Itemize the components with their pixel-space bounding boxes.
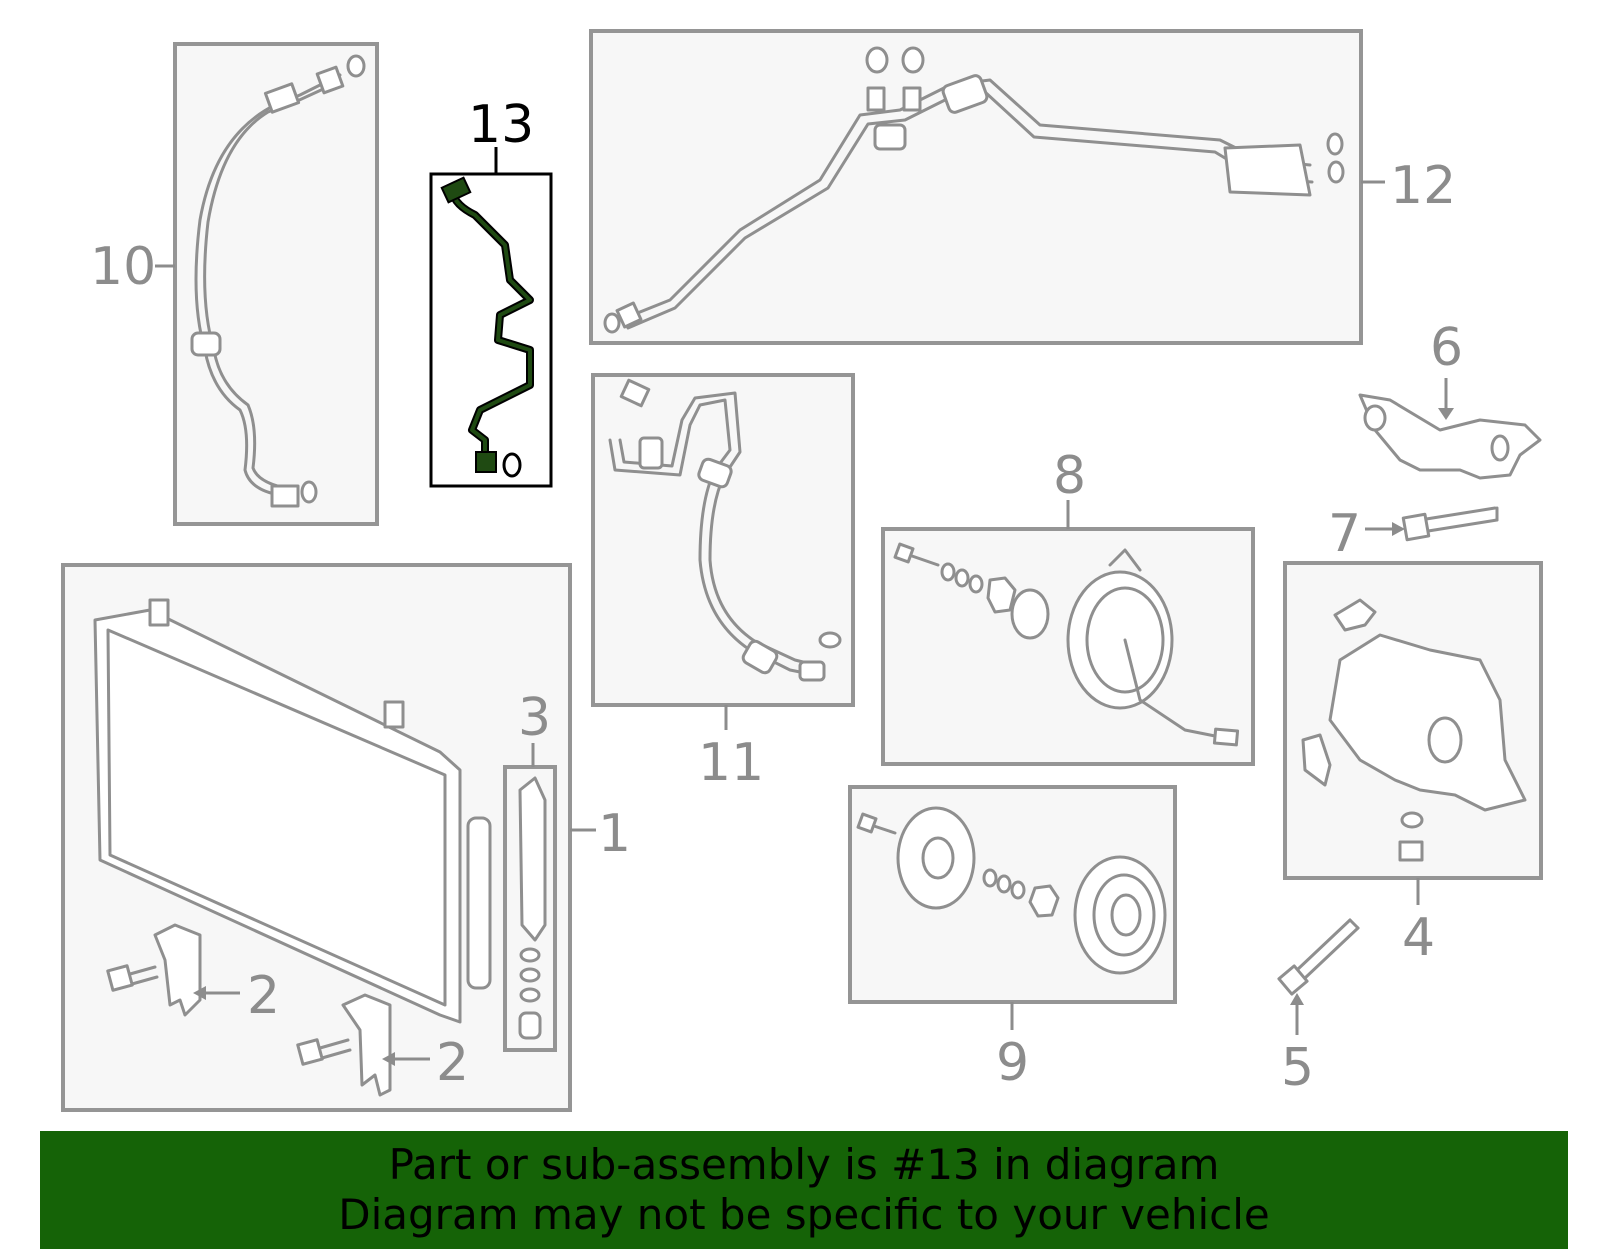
group-10-hose [173, 42, 379, 526]
group-4-compressor [1283, 561, 1543, 880]
part-7-bolt [1401, 506, 1499, 542]
callout-10: 10 [90, 237, 156, 297]
group-8-clutch-coil [881, 527, 1255, 766]
callout-3: 3 [518, 688, 551, 748]
group-13-wiring-harness [429, 172, 553, 488]
group-1-condenser [61, 563, 572, 1112]
callout-13: 13 [468, 95, 534, 155]
notice-banner: Part or sub-assembly is #13 in diagram D… [40, 1131, 1568, 1249]
banner-line-1: Part or sub-assembly is #13 in diagram [388, 1140, 1220, 1189]
group-11-discharge-hose [591, 373, 855, 707]
group-9-clutch-pulley [848, 785, 1177, 1004]
callout-4: 4 [1402, 908, 1435, 968]
callout-11: 11 [698, 733, 764, 793]
callout-1: 1 [598, 804, 631, 864]
callout-7: 7 [1328, 504, 1361, 564]
callout-2a: 2 [247, 966, 280, 1026]
callout-9: 9 [996, 1033, 1029, 1093]
callout-2b: 2 [436, 1033, 469, 1093]
callout-8: 8 [1053, 446, 1086, 506]
part-5-bolt [1277, 918, 1360, 996]
callout-5: 5 [1281, 1038, 1314, 1098]
banner-line-2: Diagram may not be specific to your vehi… [338, 1190, 1270, 1239]
part-6-bracket [1358, 393, 1542, 480]
callout-6: 6 [1430, 318, 1463, 378]
group-12-suction-line [589, 29, 1363, 345]
callout-12: 12 [1390, 156, 1456, 216]
group-3-desiccant [503, 765, 557, 1052]
